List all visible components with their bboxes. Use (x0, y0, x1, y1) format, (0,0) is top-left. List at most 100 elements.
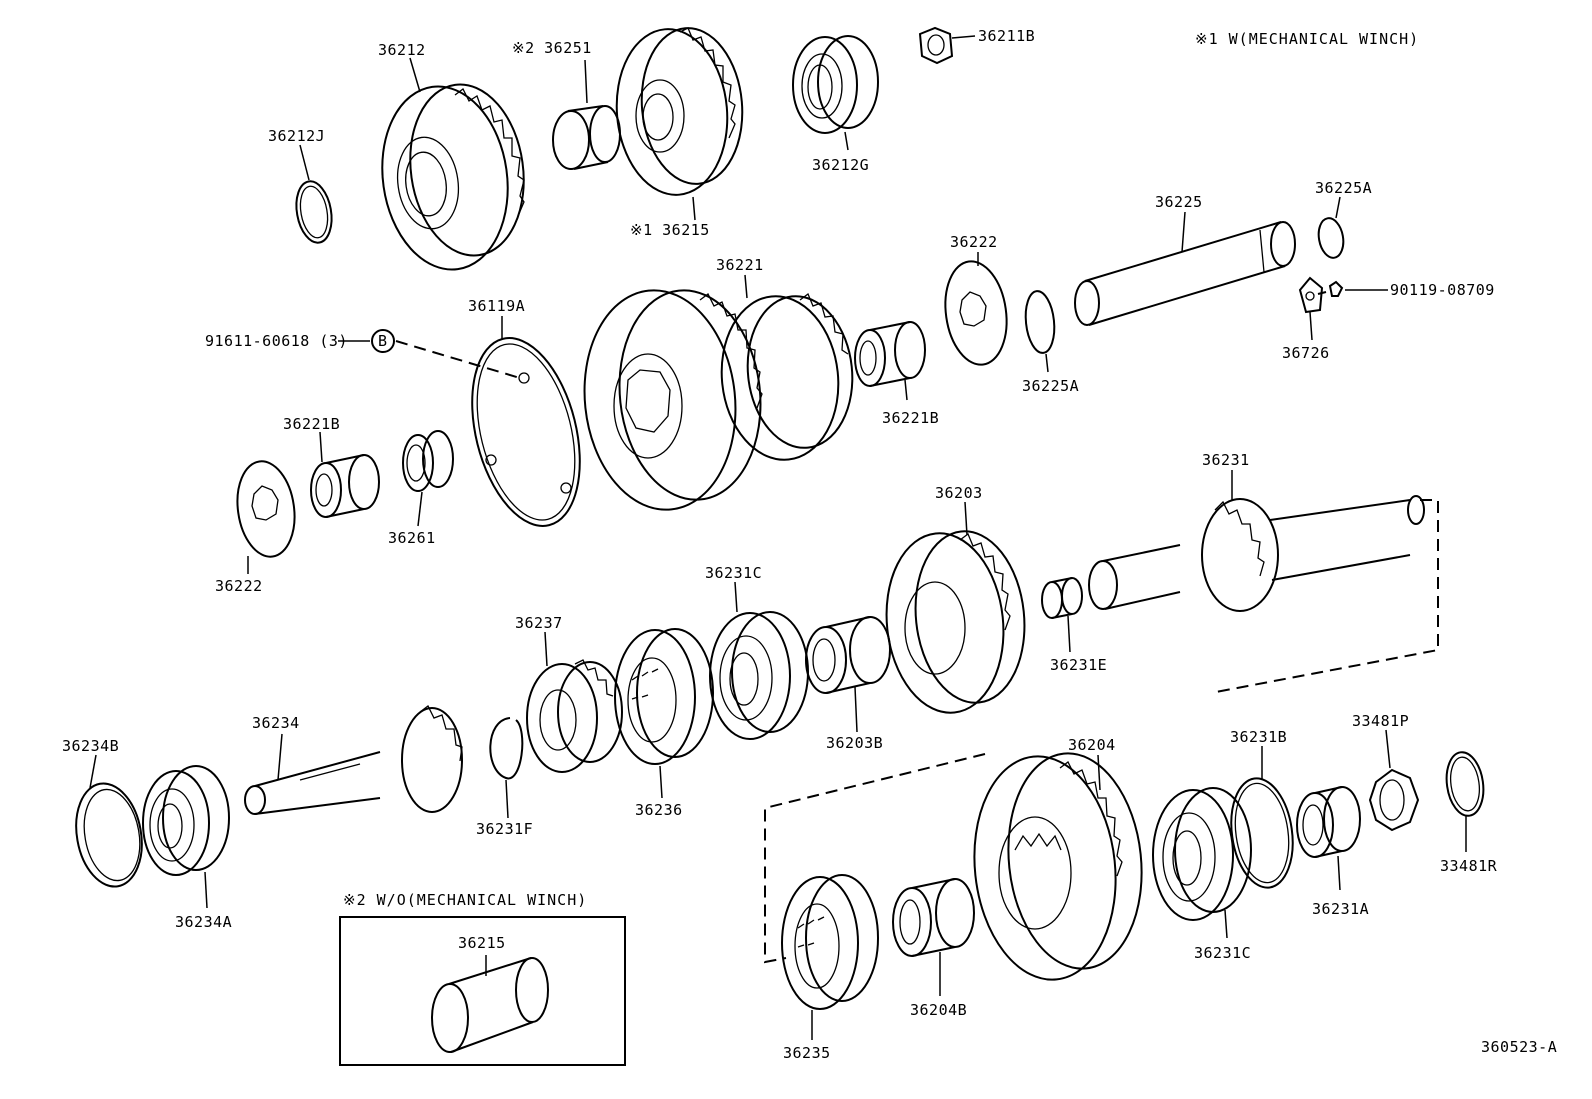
part-36231-shaft-icon (1088, 495, 1425, 612)
label-36222-left: 36222 (215, 577, 263, 595)
part-36251-spacer-icon (552, 105, 621, 170)
part-36215-spacer-icon (431, 957, 549, 1053)
label-36236: 36236 (635, 801, 683, 819)
label-36231E: 36231E (1050, 656, 1107, 674)
leader-line (1181, 211, 1186, 253)
label-36222-top: 36222 (950, 233, 998, 251)
bolt-marker-letter: B (378, 332, 388, 350)
label-36204: 36204 (1068, 736, 1116, 754)
label-36211B: 36211B (978, 27, 1035, 45)
label-36212J: 36212J (268, 127, 325, 145)
part-36211B-nut-icon (918, 26, 954, 65)
label-33481P: 33481P (1352, 712, 1409, 730)
part-36231A-collar-icon (1296, 786, 1361, 858)
part-36204B-needle-bearing-icon (892, 878, 975, 957)
leader-line (692, 196, 696, 221)
label-36231F: 36231F (476, 820, 533, 838)
label-36225: 36225 (1155, 193, 1203, 211)
label-36203B: 36203B (826, 734, 883, 752)
part-36225-shaft-icon (1074, 221, 1296, 326)
leader-line (1097, 754, 1101, 791)
label-36221B-left: 36221B (283, 415, 340, 433)
label-36212: 36212 (378, 41, 426, 59)
shaft-dashed-guide (1215, 499, 1439, 693)
label-36119A: 36119A (468, 297, 525, 315)
leader-line (659, 765, 663, 799)
part-36231E-bearing-icon (1041, 577, 1083, 619)
label-36726: 36726 (1282, 344, 1330, 362)
leader-line (951, 35, 976, 39)
part-36225A-ring-icon (1317, 217, 1345, 259)
part-36231C-ball-bearing-icon (709, 611, 809, 740)
part-36203-gear-icon (885, 530, 1026, 714)
label-36215: ※1 36215 (630, 221, 710, 239)
label-36221B-right: 36221B (882, 409, 939, 427)
label-33481R: 33481R (1440, 857, 1498, 875)
label-36225A-top: 36225A (1315, 179, 1372, 197)
leader-line (1045, 353, 1049, 373)
part-36215-gear-icon (615, 27, 744, 196)
leader-line (1067, 615, 1071, 653)
bolt-marker-icon: B (371, 329, 395, 353)
leader-line (277, 733, 283, 781)
label-36231B: 36231B (1230, 728, 1287, 746)
leader-line (854, 686, 858, 733)
label-91611-60618: 91611-60618 (3) (205, 332, 348, 350)
label-36231A: 36231A (1312, 900, 1369, 918)
leader-line (844, 131, 849, 151)
part-36212-gear-icon (381, 83, 525, 271)
part-90119-bolt-icon (1317, 280, 1344, 297)
leader-line (299, 144, 310, 181)
leader-line (1385, 729, 1391, 769)
label-36212G: 36212G (812, 156, 869, 174)
label-36221: 36221 (716, 256, 764, 274)
part-36261-collar-icon (402, 430, 454, 492)
part-36234-input-shaft-icon (244, 705, 463, 815)
part-36221-cluster-gear-icon (583, 289, 854, 511)
part-33481R-ring-icon (1445, 751, 1485, 817)
leader-line (734, 581, 738, 613)
leader-line (964, 501, 968, 536)
leader-line (1335, 196, 1341, 219)
leader-line (1337, 855, 1341, 891)
label-90119-08709: 90119-08709 (1390, 281, 1495, 299)
leader-line (204, 871, 208, 909)
part-36221B-needle-bearing-icon (854, 321, 926, 387)
part-36231F-snap-ring-icon (489, 717, 524, 780)
label-36203: 36203 (935, 484, 983, 502)
part-36231C-lower-ball-bearing-icon (1152, 787, 1252, 921)
part-36234B-snap-ring-icon (75, 782, 143, 888)
lower-dashed-guide (764, 753, 986, 964)
label-36204B: 36204B (910, 1001, 967, 1019)
label-36251: ※2 36251 (512, 39, 592, 57)
part-36221B-left-needle-bearing-icon (310, 454, 380, 518)
leader-line (1224, 909, 1228, 939)
part-36234A-ball-bearing-icon (142, 765, 230, 876)
leader-line (584, 59, 588, 104)
part-36212G-bearing-icon (792, 35, 879, 134)
leader-line (409, 57, 421, 93)
leader-line (505, 779, 509, 819)
label-36215-box: 36215 (458, 934, 506, 952)
label-36235: 36235 (783, 1044, 831, 1062)
label-36237: 36237 (515, 614, 563, 632)
part-36204-gear-icon (973, 752, 1143, 981)
note-without-mechanical-winch: ※2 W/O(MECHANICAL WINCH) (343, 891, 587, 909)
part-36222-left-washer-icon (236, 460, 296, 558)
leader-line (544, 631, 548, 667)
part-36231B-ring-icon (1230, 777, 1294, 889)
leader-line (89, 754, 97, 789)
label-36234A: 36234A (175, 913, 232, 931)
part-36235-sleeve-icon (781, 874, 879, 1010)
label-36231C-bottom: 36231C (1194, 944, 1251, 962)
part-36236-sleeve-icon (614, 628, 714, 765)
note-with-mechanical-winch: ※1 W(MECHANICAL WINCH) (1195, 30, 1419, 48)
leader-line (744, 274, 748, 299)
leader-line (417, 491, 423, 527)
label-36261: 36261 (388, 529, 436, 547)
leader-line (904, 379, 908, 401)
figure-id: 360523-A (1481, 1038, 1557, 1056)
part-36119A-plate-icon (471, 337, 581, 527)
label-36225A-bottom: 36225A (1022, 377, 1079, 395)
